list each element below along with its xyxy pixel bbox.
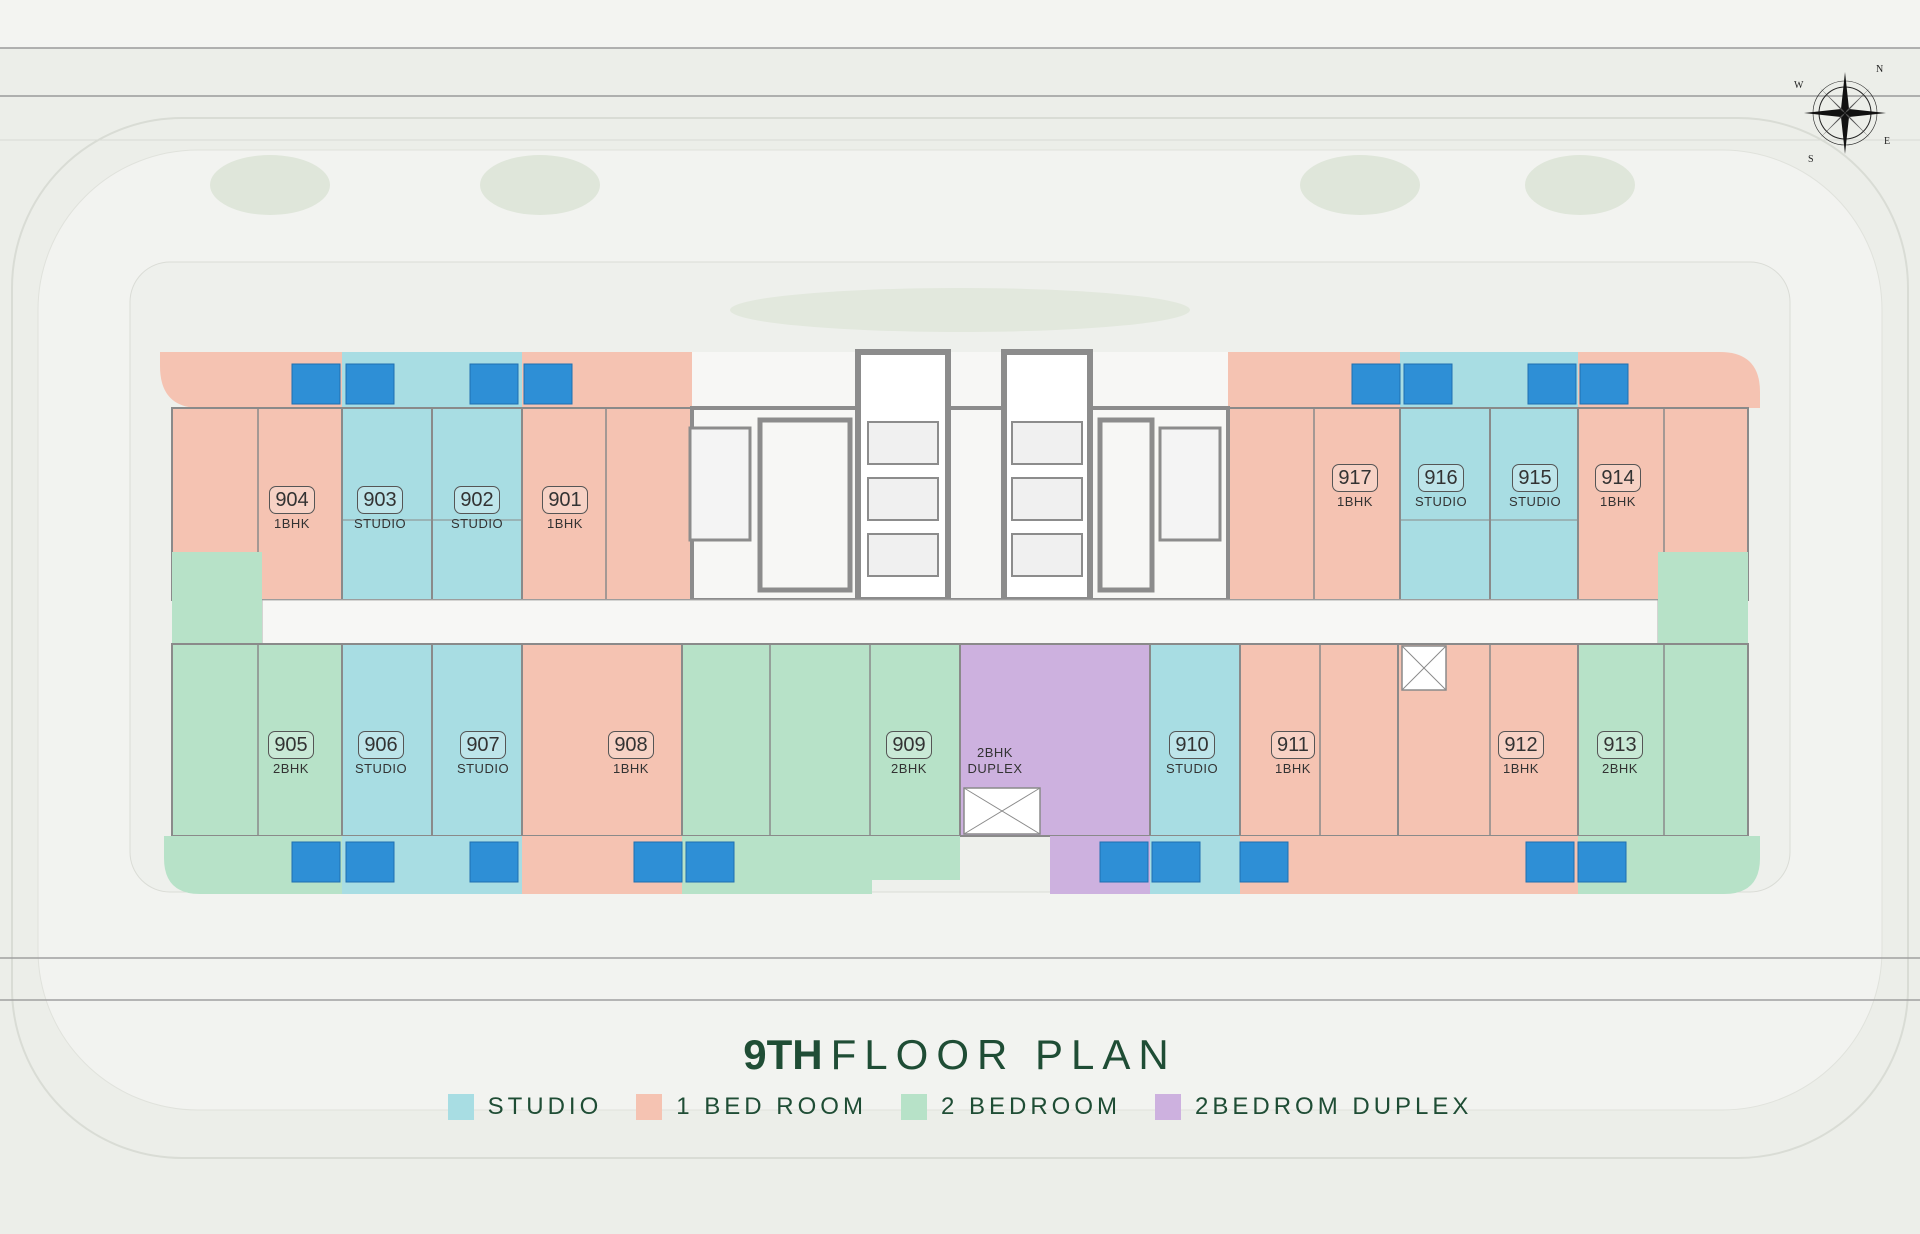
unit-type: 1BHK [274,516,310,531]
unit-label: 914 1BHK [1583,464,1653,509]
unit-label: 909 2BHK [874,731,944,776]
unit-label: 902 STUDIO [442,486,512,531]
unit-type: 1BHK [1503,761,1539,776]
unit-type: STUDIO [1165,761,1219,776]
unit-number: 916 [1418,464,1464,492]
title-plan: FLOOR PLAN [830,1031,1177,1078]
unit-label: 907 STUDIO [448,731,518,776]
legend-swatch [636,1094,663,1120]
top-units [171,407,1749,601]
unit-number: 912 [1498,731,1544,759]
unit-type: 1BHK [613,761,649,776]
top-balcony-pools [291,363,1629,405]
legend-item-one-bed: 1 BED ROOM [636,1093,867,1121]
compass-north: N [1876,64,1883,75]
unit-number: 905 [268,731,314,759]
unit-number: 904 [269,486,315,514]
legend-item-duplex: 2BEDROM DUPLEX [1155,1093,1472,1121]
compass-south: S [1808,154,1814,165]
legend: STUDIO 1 BED ROOM 2 BEDROOM 2BEDROM DUPL… [0,1093,1920,1121]
unit-number: 911 [1271,731,1315,759]
unit-number: 902 [454,486,500,514]
unit-label: 901 1BHK [530,486,600,531]
unit-label-duplex: 2BHK DUPLEX [955,745,1035,777]
unit-type: STUDIO [456,761,510,776]
unit-type: 1BHK [1600,494,1636,509]
unit-number: 907 [460,731,506,759]
unit-number: 913 [1597,731,1643,759]
unit-type: 1BHK [547,516,583,531]
central-core [688,349,1230,603]
bottom-units [171,552,1749,837]
unit-label: 906 STUDIO [346,731,416,776]
unit-number: 903 [357,486,403,514]
unit-label: 904 1BHK [257,486,327,531]
legend-label: STUDIO [487,1093,603,1120]
legend-label: 1 BED ROOM [676,1093,867,1120]
legend-item-two-bed: 2 BEDROOM [900,1093,1121,1121]
legend-swatch [447,1094,474,1120]
legend-swatch [1155,1094,1181,1120]
unit-type: 2BHK DUPLEX [967,745,1023,776]
unit-type: 2BHK [891,761,927,776]
unit-label: 905 2BHK [256,731,326,776]
compass-rose-icon: N E S W [1794,64,1890,165]
unit-type: STUDIO [1414,494,1468,509]
unit-type: 2BHK [1602,761,1638,776]
title-floor: 9TH [743,1031,823,1078]
unit-number: 901 [542,486,588,514]
legend-item-studio: STUDIO [447,1093,603,1121]
unit-number: 910 [1169,731,1215,759]
compass-east: E [1884,136,1890,147]
legend-label: 2BEDROM DUPLEX [1195,1093,1473,1120]
unit-type: STUDIO [354,761,408,776]
unit-label: 917 1BHK [1320,464,1390,509]
unit-type: 1BHK [1275,761,1311,776]
unit-label: 912 1BHK [1486,731,1556,776]
unit-label: 910 STUDIO [1157,731,1227,776]
unit-type: 2BHK [273,761,309,776]
unit-type: STUDIO [1508,494,1562,509]
unit-label: 915 STUDIO [1500,464,1570,509]
unit-number: 908 [608,731,654,759]
legend-swatch [900,1094,927,1120]
unit-number: 909 [886,731,932,759]
unit-number: 917 [1332,464,1378,492]
corridor [261,599,1659,645]
unit-number: 906 [358,731,404,759]
unit-type: STUDIO [353,516,407,531]
legend-label: 2 BEDROOM [940,1093,1121,1120]
unit-number: 914 [1595,464,1641,492]
unit-label: 913 2BHK [1585,731,1655,776]
unit-label: 908 1BHK [596,731,666,776]
unit-label: 916 STUDIO [1406,464,1476,509]
unit-type: STUDIO [450,516,504,531]
unit-label: 911 1BHK [1258,731,1328,776]
compass-west: W [1794,80,1804,91]
unit-label: 903 STUDIO [345,486,415,531]
unit-number: 915 [1512,464,1558,492]
bottom-balcony-pools [291,841,1627,883]
unit-type: 1BHK [1337,494,1373,509]
